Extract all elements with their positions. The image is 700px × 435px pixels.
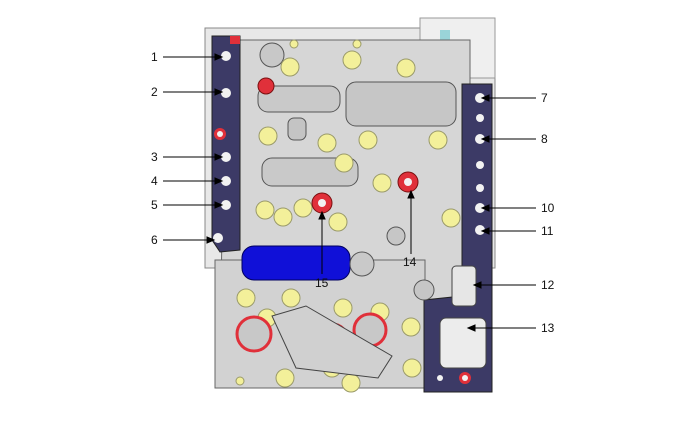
callout-6: 6: [151, 233, 158, 247]
callout-2: 2: [151, 85, 158, 99]
callout-7: 7: [541, 91, 548, 105]
callout-3: 3: [151, 150, 158, 164]
red-caps: [257, 77, 419, 214]
callout-12: 12: [541, 278, 555, 292]
callout-11: 11: [541, 224, 554, 238]
left-gasket-plate: [211, 35, 241, 253]
leader-lines: [163, 53, 536, 332]
callout-4: 4: [151, 174, 158, 188]
lower-manifold: [235, 226, 435, 379]
callout-13: 13: [541, 321, 555, 335]
callout-10: 10: [541, 201, 555, 215]
callout-14: 14: [403, 255, 417, 269]
callout-1: 1: [151, 50, 158, 64]
callout-5: 5: [151, 198, 158, 212]
callout-15: 15: [315, 276, 329, 290]
spool-valves: [241, 42, 457, 281]
callout-8: 8: [541, 132, 548, 146]
